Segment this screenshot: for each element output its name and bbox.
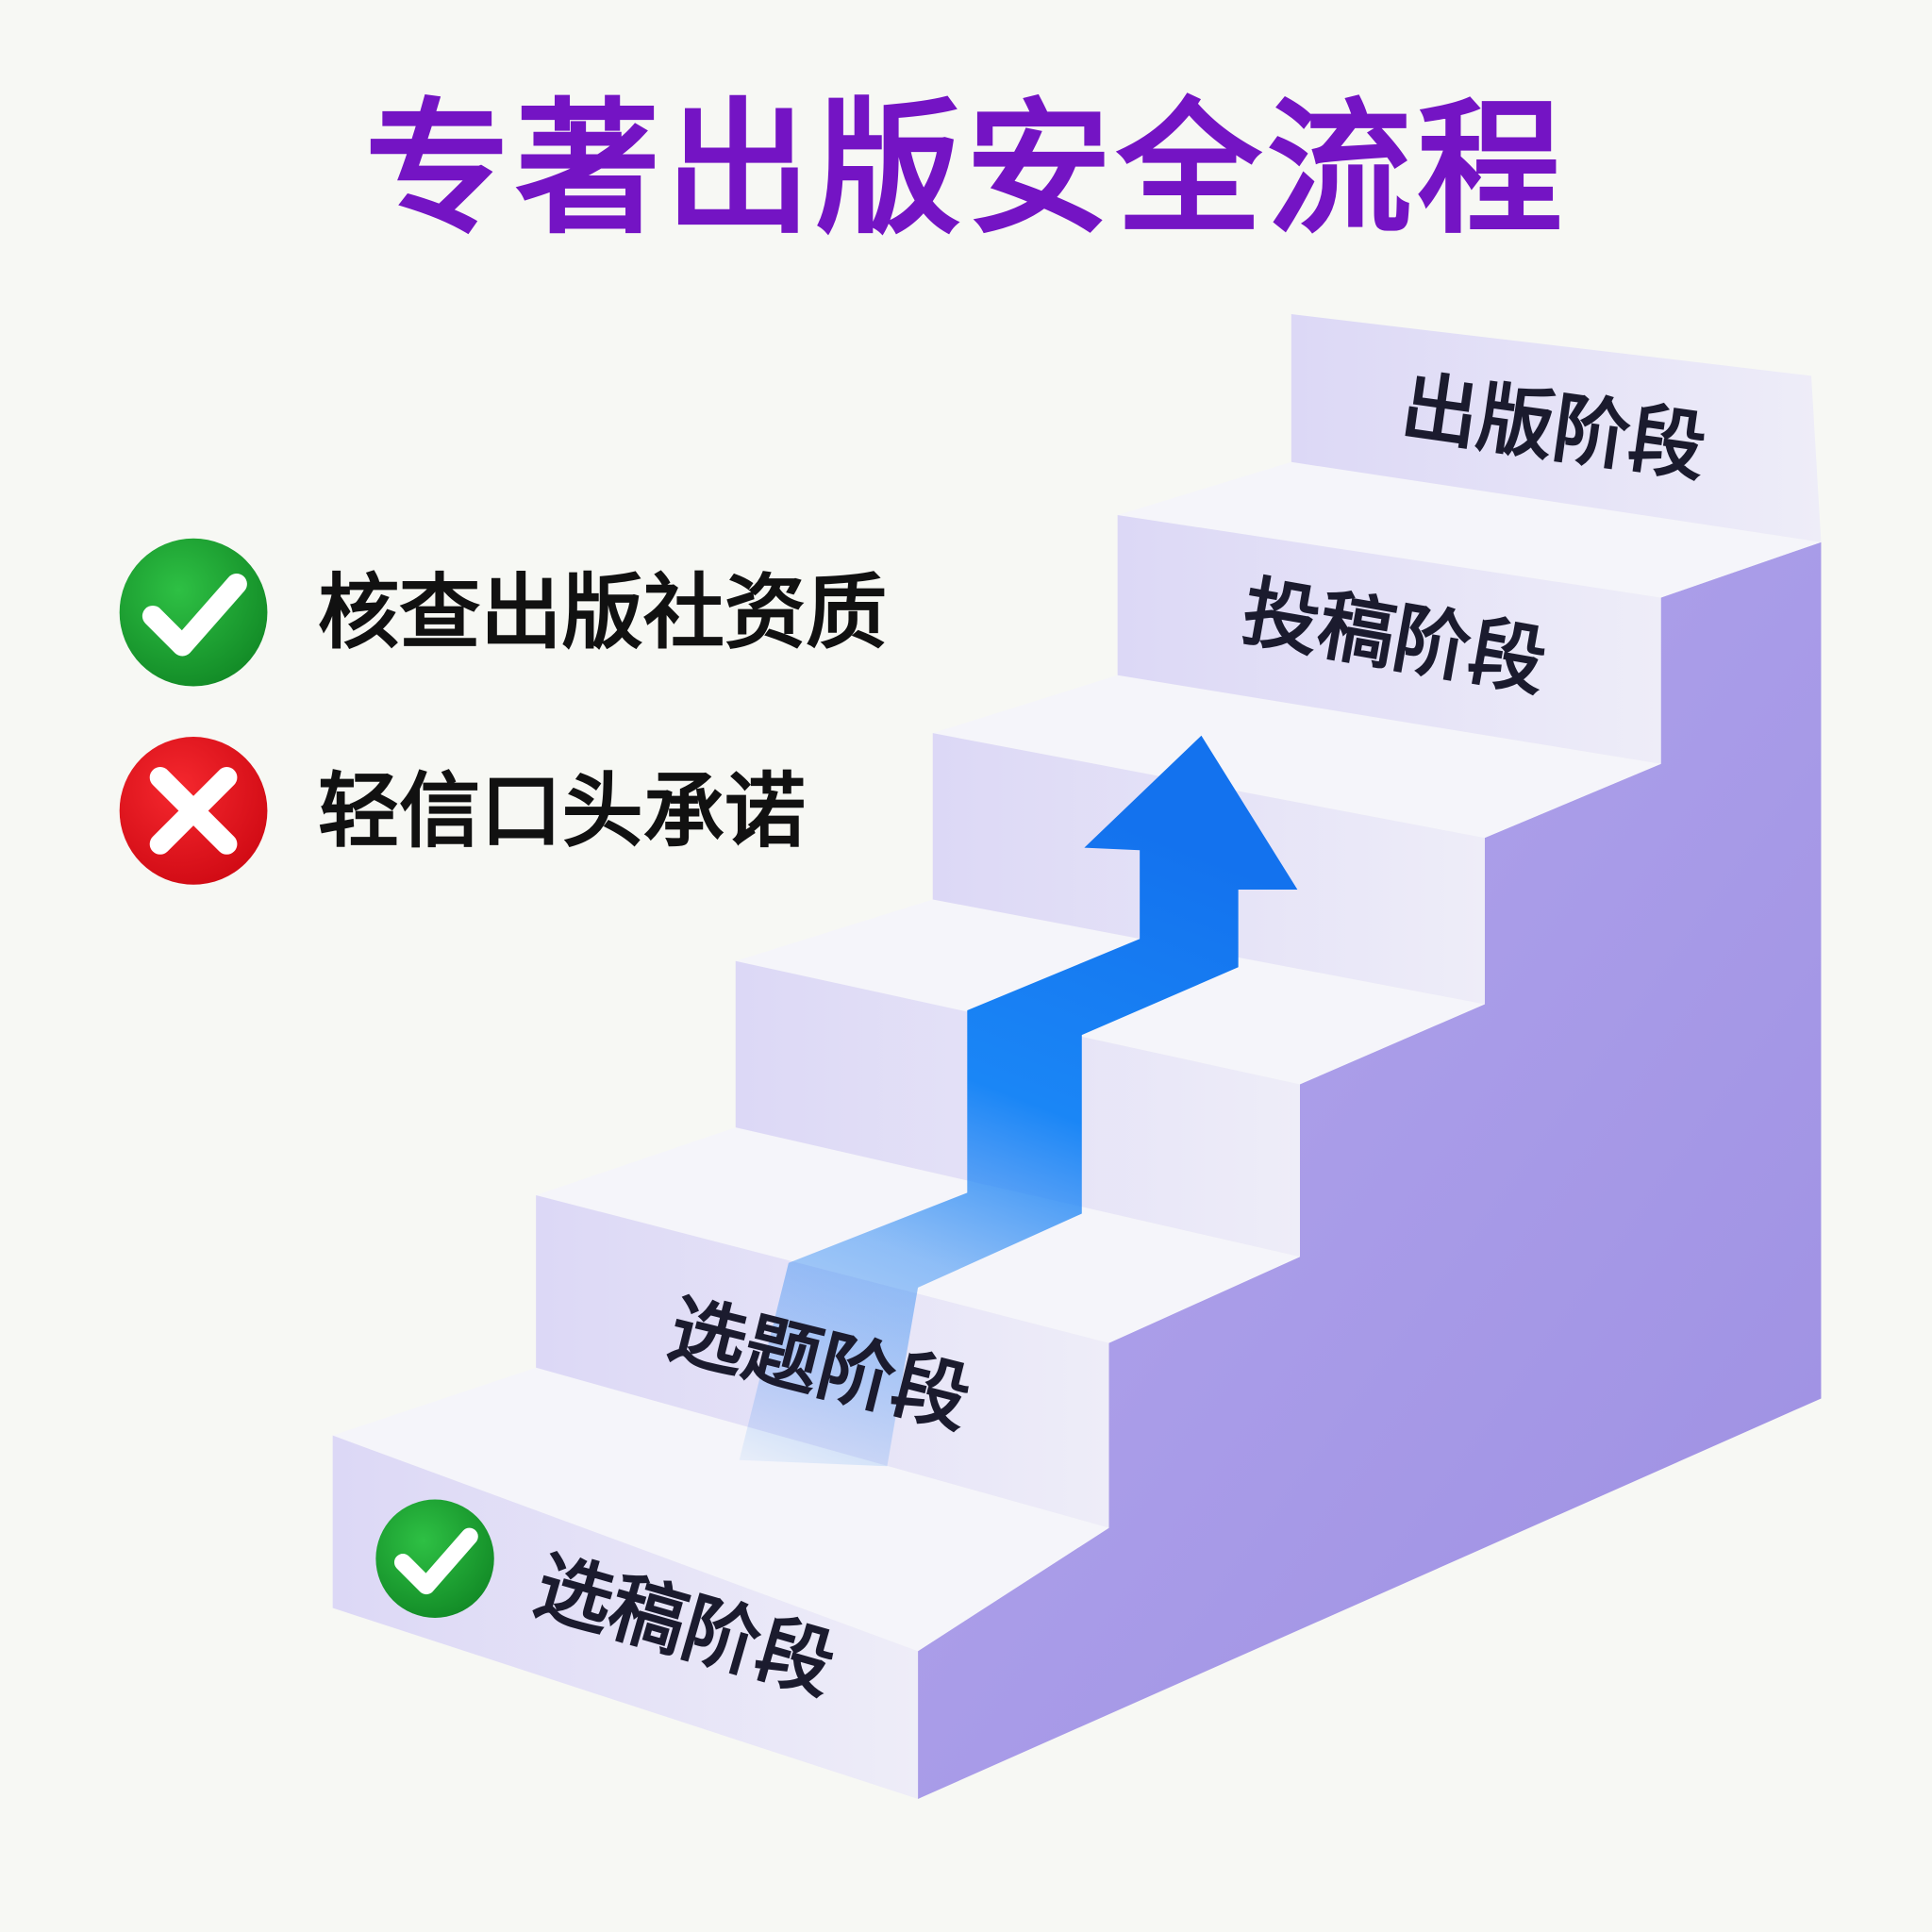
- stair-side-face: [918, 541, 1822, 1799]
- legend-item-cross: 轻信口头承诺: [119, 737, 806, 885]
- legend-item-check: 核查出版社资质: [119, 538, 887, 687]
- up-arrow-icon: [739, 735, 1298, 1467]
- step-top: [332, 1367, 1109, 1652]
- step-front: [1117, 514, 1661, 764]
- legend-label: 轻信口头承诺: [318, 764, 806, 858]
- step-top: [932, 675, 1661, 839]
- stage-check: [375, 1499, 494, 1618]
- check-icon: [119, 538, 268, 687]
- check-icon: [375, 1499, 494, 1618]
- step-front: [1291, 314, 1822, 542]
- legend-label: 核查出版社资质: [318, 566, 887, 660]
- step-top: [1117, 461, 1822, 598]
- page-title: 专著出版安全流程: [365, 85, 1568, 254]
